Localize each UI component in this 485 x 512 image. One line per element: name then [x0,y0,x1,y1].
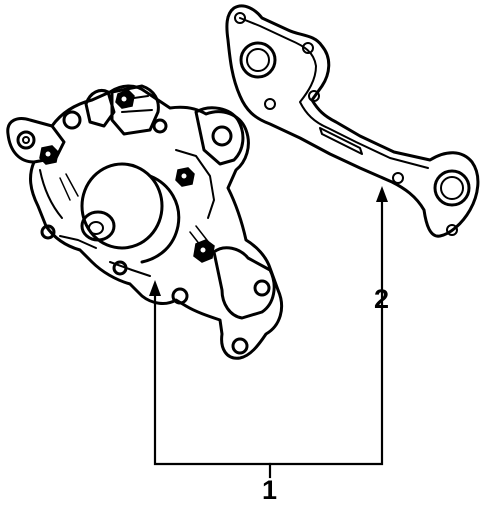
pump-top-flange [84,89,116,128]
bolt-right-highlight [181,173,187,179]
gasket-bolt-hole-4 [308,90,320,102]
pump-mount-hole-3 [40,224,56,240]
gasket-inner-line [239,17,429,169]
pump-left-ear-hole-inner [22,136,30,144]
gasket-bolt-hole-2 [302,42,314,54]
bolt-left-highlight [45,151,51,157]
pump-top-boss [110,84,160,136]
pump-outlet-hole-3 [171,287,189,305]
gasket-port-right-inner [440,176,464,200]
pump-outlet-hole-1 [253,279,271,297]
pump-right-flange-hole [211,125,233,147]
arrowhead-pump [149,280,161,296]
bolt-lower-highlight [200,247,206,253]
gasket-bolt-hole-1 [234,12,246,24]
pump-outlet-hole-2 [231,337,249,355]
pump-bolt-highlights [45,96,206,253]
pump-outlet-flange [212,246,276,320]
pump-bearing-housing [80,162,164,250]
callout-number-1: 1 [262,475,278,505]
bolt-top-highlight [121,96,127,102]
pump-shaft-boss [80,210,116,242]
arrowhead-gasket [376,186,388,202]
pump-housing-outline [29,84,283,360]
pump-shaft-end [88,221,104,235]
arrowheads [149,186,388,296]
pump-bearing-side [140,174,181,264]
leader-lines [153,194,384,479]
gasket-bolt-hole-6 [446,224,458,236]
gasket-port-right [433,169,471,207]
gasket-port-upper [239,41,277,79]
leader-bracket-1 [153,194,384,466]
pump-vane-lines [59,173,211,251]
gasket-slot [319,127,363,155]
gasket-drawing [225,4,480,238]
gasket-outline [225,4,480,238]
pump-left-ear-hole [16,130,36,150]
pump-lower-contour [39,169,151,277]
gasket-port-upper-inner [246,48,270,72]
pump-rear-rib [175,149,215,219]
pump-mount-hole-1 [62,110,82,130]
callout-number-2: 2 [374,284,390,314]
water-pump-drawing [6,84,283,360]
gasket-bolt-hole-5 [392,172,404,184]
pump-mount-hole-4 [112,260,128,276]
pump-left-ear [6,117,66,164]
pump-right-flange [194,106,245,166]
pump-mount-hole-2 [152,118,168,134]
gasket-bolt-hole-3 [264,98,276,110]
